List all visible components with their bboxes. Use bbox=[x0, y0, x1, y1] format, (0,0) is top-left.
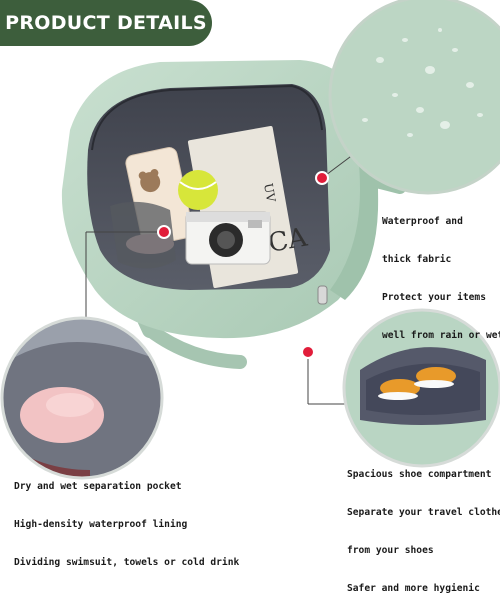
banner-title: PRODUCT DETAILS bbox=[5, 12, 207, 34]
feature-wet-pocket-line-3: Dividing swimsuit, towels or cold drink bbox=[14, 556, 240, 568]
wet-pocket bbox=[110, 201, 176, 269]
feature-wet-pocket-line-1: Dry and wet separation pocket bbox=[14, 481, 182, 493]
detail-circle-waterproof bbox=[328, 0, 500, 195]
product-details-banner: PRODUCT DETAILS bbox=[0, 0, 212, 46]
book-text: UV bbox=[261, 182, 278, 203]
feature-shoe-line-4: Safer and more hygienic bbox=[347, 582, 480, 594]
feature-shoe-line-2: Separate your travel clothes bbox=[347, 506, 500, 518]
feature-shoe-compartment: Spacious shoe compartment Separate your … bbox=[347, 444, 500, 608]
feature-waterproof-line-3: Protect your items bbox=[382, 291, 486, 303]
bag-strap-bottom bbox=[143, 323, 247, 369]
duffel-bag: UV CA bbox=[61, 60, 406, 369]
book-letters: CA bbox=[266, 222, 310, 258]
bag-zipper bbox=[91, 84, 323, 151]
hotspot-waterproof bbox=[315, 171, 329, 185]
feature-waterproof-line-4: well from rain or wet bbox=[382, 329, 500, 341]
hotspot-wet-pocket bbox=[157, 225, 171, 239]
detail-circle-shoe bbox=[342, 308, 500, 468]
product-illustration: UV CA bbox=[0, 0, 500, 480]
feature-wet-pocket-line-2: High-density waterproof lining bbox=[14, 518, 188, 530]
zipper-pull bbox=[317, 285, 328, 305]
feature-waterproof: Waterproof and thick fabric Protect your… bbox=[382, 191, 500, 355]
feature-wet-pocket: Dry and wet separation pocket High-densi… bbox=[14, 456, 239, 582]
bag-items: UV CA bbox=[110, 125, 311, 289]
feature-shoe-line-1: Spacious shoe compartment bbox=[347, 469, 492, 481]
camera bbox=[185, 211, 271, 265]
feature-waterproof-line-2: thick fabric bbox=[382, 253, 452, 265]
hotspot-shoe bbox=[301, 345, 315, 359]
detail-circle-wet-pocket bbox=[0, 316, 164, 480]
feature-waterproof-line-1: Waterproof and bbox=[382, 216, 463, 228]
feature-shoe-line-3: from your shoes bbox=[347, 544, 434, 556]
